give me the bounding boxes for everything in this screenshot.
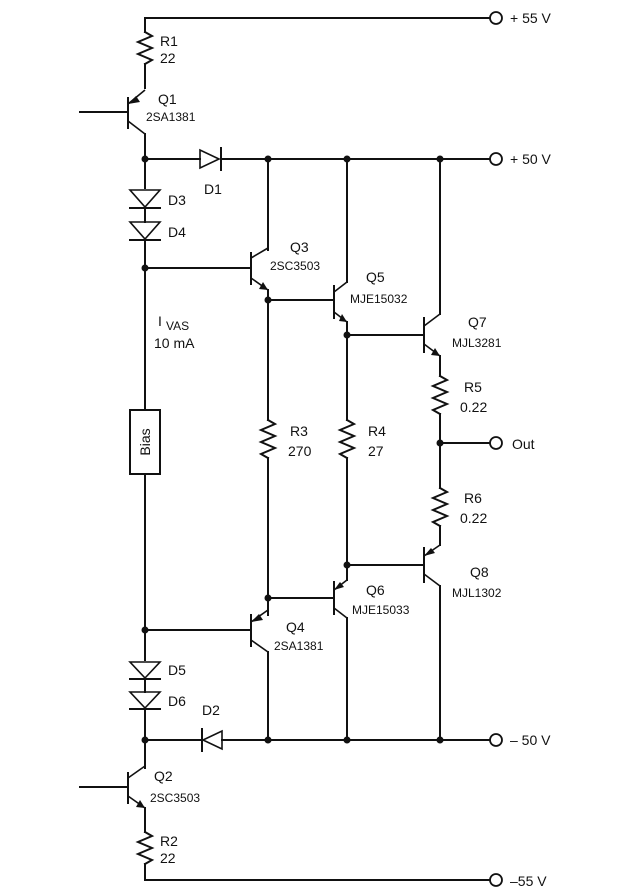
q1-part: 2SA1381 bbox=[146, 110, 196, 124]
junction-dot bbox=[141, 736, 149, 744]
q6-ref: Q6 bbox=[366, 582, 385, 598]
terminal-plus-50v[interactable] bbox=[489, 152, 503, 166]
q6-part: MJE15033 bbox=[352, 603, 410, 617]
r4-value: 27 bbox=[368, 443, 384, 459]
diode-d5: D5 bbox=[128, 661, 186, 680]
diode-d1: D1 bbox=[199, 147, 222, 197]
r5-ref: R5 bbox=[464, 379, 482, 395]
junction-dot bbox=[436, 736, 444, 744]
resistor-r4: R4 27 bbox=[337, 418, 386, 581]
junction-dot bbox=[264, 736, 272, 744]
label-plus-50v: + 50 V bbox=[510, 151, 552, 167]
transistor-q1: Q1 2SA1381 bbox=[79, 89, 196, 189]
terminal-out[interactable] bbox=[489, 436, 503, 450]
terminal-minus-55v[interactable] bbox=[489, 873, 503, 887]
d1-ref: D1 bbox=[204, 181, 222, 197]
transistor-q8: Q8 MJL1302 bbox=[423, 544, 502, 741]
resistor-r1: R1 22 bbox=[135, 17, 178, 89]
diode-d3: D3 bbox=[128, 189, 186, 209]
r1-ref: R1 bbox=[160, 33, 178, 49]
r2-value: 22 bbox=[160, 850, 176, 866]
d5-ref: D5 bbox=[168, 662, 186, 678]
q5-part: MJE15032 bbox=[350, 292, 408, 306]
resistor-r5: R5 0.22 bbox=[430, 374, 487, 489]
q3-part: 2SC3503 bbox=[270, 259, 320, 273]
ivas-symbol: I bbox=[158, 313, 162, 329]
d3-ref: D3 bbox=[168, 192, 186, 208]
label-minus-50v: – 50 V bbox=[510, 732, 551, 748]
q4-ref: Q4 bbox=[286, 619, 305, 635]
ivas-value: 10 mA bbox=[154, 335, 195, 351]
q7-part: MJL3281 bbox=[452, 336, 502, 350]
diode-d2: D2 bbox=[201, 702, 223, 752]
resistor-r3: R3 270 bbox=[258, 418, 312, 616]
transistor-q2: Q2 2SC3503 bbox=[79, 765, 200, 833]
q8-ref: Q8 bbox=[470, 564, 489, 580]
q8-part: MJL1302 bbox=[452, 586, 502, 600]
d6-ref: D6 bbox=[168, 693, 186, 709]
output-node: Out bbox=[436, 436, 535, 452]
transistor-q6: Q6 MJE15033 bbox=[333, 579, 410, 741]
terminal-minus-50v[interactable] bbox=[489, 733, 503, 747]
resistor-r6: R6 0.22 bbox=[430, 486, 487, 546]
label-minus-55v: –55 V bbox=[510, 873, 547, 889]
q3-ref: Q3 bbox=[290, 239, 309, 255]
terminal-plus-55v[interactable] bbox=[489, 11, 503, 25]
d2-ref: D2 bbox=[202, 702, 220, 718]
q4-part: 2SA1381 bbox=[274, 639, 324, 653]
r5-value: 0.22 bbox=[460, 399, 487, 415]
q5-ref: Q5 bbox=[366, 269, 385, 285]
bias-block: Bias bbox=[129, 409, 161, 475]
q7-ref: Q7 bbox=[468, 314, 487, 330]
r3-value: 270 bbox=[288, 443, 312, 459]
diode-d4: D4 bbox=[128, 221, 186, 241]
q2-part: 2SC3503 bbox=[150, 791, 200, 805]
q1-ref: Q1 bbox=[158, 91, 177, 107]
junction-dot bbox=[141, 155, 149, 163]
diode-d6: D6 bbox=[128, 691, 186, 710]
label-out: Out bbox=[512, 436, 535, 452]
r1-value: 22 bbox=[160, 50, 176, 66]
resistor-r2: R2 22 bbox=[135, 830, 178, 881]
r4-ref: R4 bbox=[368, 423, 386, 439]
bias-label: Bias bbox=[137, 428, 153, 455]
rail-minus-55v: –55 V bbox=[144, 873, 547, 889]
transistor-q4: Q4 2SA1381 bbox=[144, 609, 324, 741]
rail-plus-55v: + 55 V bbox=[144, 10, 552, 26]
r6-value: 0.22 bbox=[460, 510, 487, 526]
r6-ref: R6 bbox=[464, 490, 482, 506]
transistor-q3: Q3 2SC3503 bbox=[144, 239, 320, 291]
r3-ref: R3 bbox=[290, 423, 308, 439]
junction-dot bbox=[343, 736, 351, 744]
ivas-label: I VAS 10 mA bbox=[154, 313, 195, 351]
transistor-q5: Q5 MJE15032 bbox=[333, 269, 408, 323]
transistor-q7: Q7 MJL3281 bbox=[423, 313, 502, 357]
d4-ref: D4 bbox=[168, 224, 186, 240]
ivas-subscript: VAS bbox=[166, 319, 189, 333]
r2-ref: R2 bbox=[160, 833, 178, 849]
label-plus-55v: + 55 V bbox=[510, 10, 552, 26]
q2-ref: Q2 bbox=[154, 768, 173, 784]
